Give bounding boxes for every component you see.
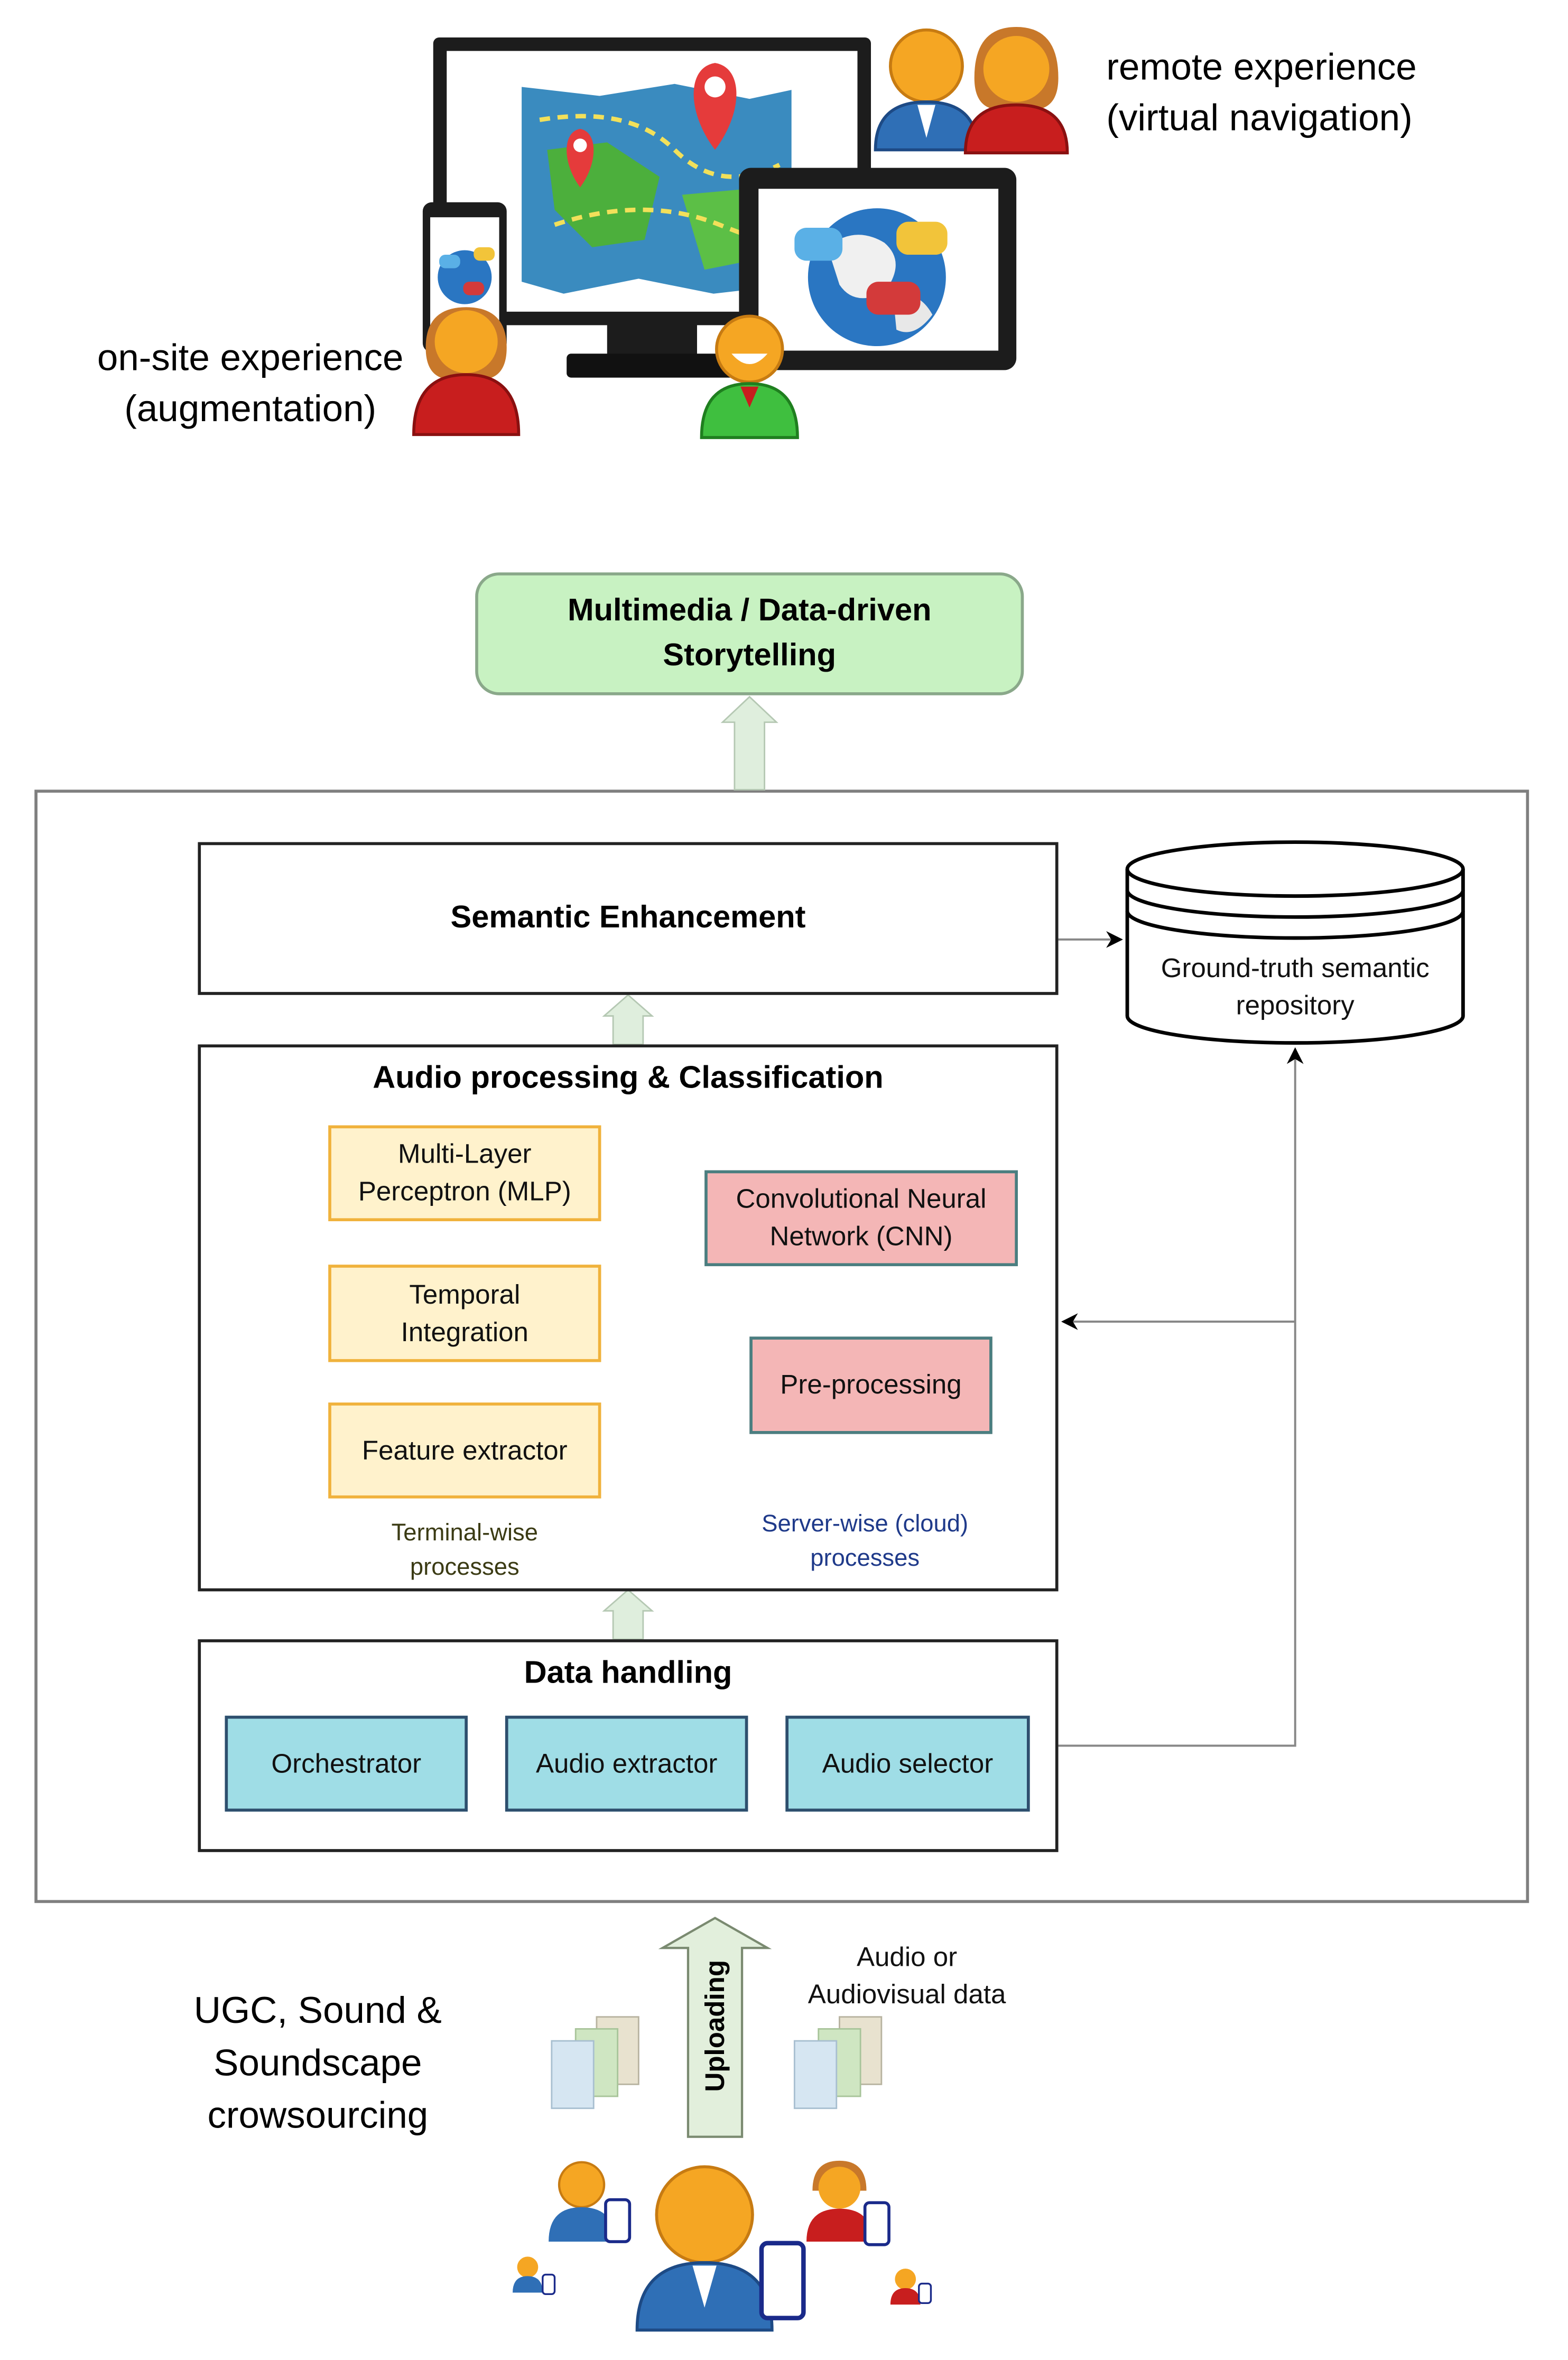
feature-extractor-box: Feature extractor	[328, 1402, 601, 1499]
remote-user-female-icon	[963, 27, 1069, 155]
audio-selector-box: Audio selector	[785, 1715, 1030, 1812]
devices-illustration	[412, 27, 1069, 439]
arrow-to-audio	[602, 1588, 654, 1640]
mlp-box: Multi-Layer Perceptron (MLP)	[328, 1125, 601, 1222]
map-pin-small-icon	[567, 128, 594, 188]
remote-experience-label: remote experience (virtual navigation)	[1106, 46, 1417, 140]
repository-label: Ground-truth semantic repository	[1161, 953, 1430, 1021]
semantic-enhancement-box: Semantic Enhancement	[198, 842, 1059, 995]
arrow-to-semantic	[602, 993, 654, 1045]
audio-extractor-box: Audio extractor	[505, 1715, 748, 1812]
arrow-to-storytelling	[720, 695, 778, 791]
temporal-integration-box: Temporal Integration	[328, 1265, 601, 1362]
storytelling-box: Multimedia / Data-driven Storytelling	[475, 572, 1024, 695]
audio-processing-title: Audio processing & Classification	[373, 1061, 884, 1095]
user-smiling-icon	[700, 314, 799, 439]
arrow-data-repo	[1058, 1047, 1304, 1747]
remote-user-male-icon	[874, 28, 979, 152]
server-caption: Server-wise (cloud) processes	[762, 1512, 969, 1572]
data-handling-title: Data handling	[524, 1656, 732, 1690]
database-icon	[1125, 840, 1465, 1045]
uploading-label: Uploading	[699, 1959, 729, 2092]
onsite-experience-label: on-site experience (augmentation)	[97, 337, 404, 430]
preprocessing-box: Pre-processing	[749, 1336, 992, 1434]
tablet-icon	[739, 168, 1017, 370]
terminal-caption: Terminal-wise processes	[391, 1521, 538, 1581]
onsite-user-female-icon	[412, 307, 521, 436]
audio-data-label: Audio or Audiovisual data	[808, 1941, 1006, 2010]
ugc-label: UGC, Sound & Soundscape crowsourcing	[193, 1990, 442, 2137]
cnn-box: Convolutional Neural Network (CNN)	[704, 1170, 1018, 1267]
orchestrator-box: Orchestrator	[225, 1715, 468, 1812]
map-pin-icon	[693, 63, 737, 150]
